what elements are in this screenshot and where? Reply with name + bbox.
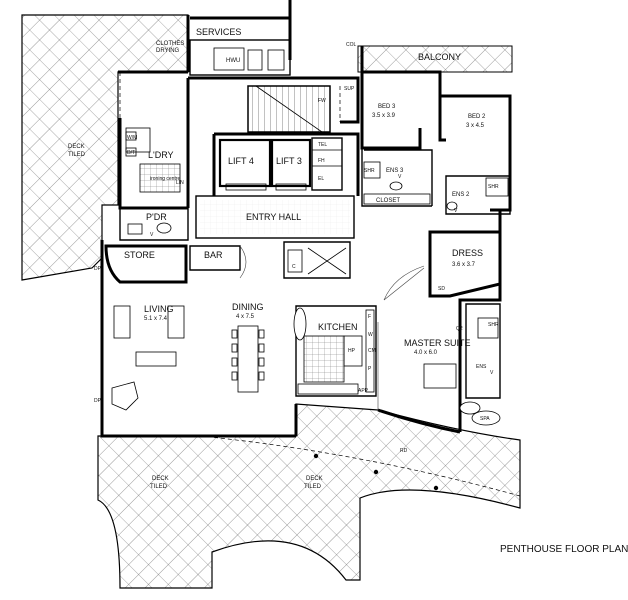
deck-bottom-left-label-2: TILED [150,484,168,490]
deck-bottom-centre-label-2: TILED [304,484,322,490]
shr-label-3: SHR [488,322,499,328]
dining-label: DINING [232,302,264,312]
entry-hall [195,195,355,239]
balustrade-line [199,435,521,497]
v-label-4: V [490,370,494,376]
clothes-drying-label-2: DRYING [156,48,180,54]
balcony-deck [357,45,513,73]
c-label: C [292,264,296,270]
ironing-label: ironing centre [150,176,181,182]
dress-label: DRESS [452,248,483,258]
kitchen-label: KITCHEN [318,322,358,332]
living-label: LIVING [144,304,174,314]
deck-left-label-2: TILED [68,152,86,158]
store-label: STORE [124,250,155,260]
balcony-label: BALCONY [418,52,461,62]
bar-label: BAR [204,250,223,260]
laundry-label: L'DRY [148,150,174,160]
ens-label: ENS [476,364,487,370]
dining-size: 4 x 7.5 [236,314,255,320]
lift-3-label: LIFT 3 [276,156,302,166]
bed2-size: 3 x 4.5 [466,123,485,129]
entry-hall-label: ENTRY HALL [246,212,301,222]
dress-room [428,230,502,298]
lin-label: LIN [176,180,184,186]
master-suite [377,303,501,426]
dt-label: D/T [127,150,135,156]
fh-label: FH [318,158,325,164]
cm-label: CM [368,348,376,354]
fixture-labels: COL TEL FH EL SHR SHR SHR W/M D/T LIN ir… [94,42,499,454]
lift-4 [218,138,272,188]
clothes-drying-label: CLOTHES [156,41,184,47]
dress-size: 3.6 x 3.7 [452,262,476,268]
plan-title: PENTHOUSE FLOOR PLAN [500,544,628,555]
bed3-label: BED 3 [378,104,396,110]
q2-label: Q2 [456,326,463,332]
hp-label: HP [348,348,356,354]
store-wall [104,244,188,284]
sup-label: SUP [344,86,355,92]
col-label: COL [346,42,357,48]
lift-3 [270,138,312,188]
hwu-label: HWU [226,58,240,64]
closet-label: CLOSET [376,198,400,204]
ens2-label: ENS 2 [452,192,470,198]
kitchen-area [293,305,377,397]
room-labels: SERVICES CLOTHES DRYING HWU DECK TILED L… [68,27,490,490]
lift-4-label: LIFT 4 [228,156,254,166]
dp-label-1: DP [94,266,102,272]
deck-bottom-centre-label: DECK [306,476,323,482]
services-label: SERVICES [196,27,241,37]
ens3-label: ENS 3 [386,168,404,174]
rd-label: RD [400,448,408,454]
bed3-size: 3.5 x 3.9 [372,113,396,119]
service-core [186,39,360,208]
wm-label: W/M [127,135,137,141]
deck-left-label: DECK [68,144,85,150]
master-suite-label: MASTER SUITE [404,338,471,348]
app-label: APP [358,388,369,394]
p-label: P [368,366,372,372]
v-label-1: V [150,232,154,238]
powder-label: P'DR [146,212,167,222]
dining-table [231,325,265,393]
master-suite-size: 4.0 x 6.0 [414,350,438,356]
fw-label: FW [318,98,326,104]
sd-label: SD [438,286,445,292]
v-label-3: V [454,208,458,214]
spa-label: SPA [480,416,490,422]
el-label: EL [318,176,324,182]
living-furniture [111,305,185,411]
shr-label-1: SHR [364,168,375,174]
v-label-2: V [398,174,402,180]
laundry-powder [118,70,189,241]
bed2-label: BED 2 [468,114,486,120]
deck-bottom-left-label: DECK [152,476,169,482]
bedroom-walls [360,72,511,215]
living-size: 5.1 x 7.4 [144,316,168,322]
f-label: F [368,314,371,320]
w-label: W [368,332,373,338]
shr-label-2: SHR [488,184,499,190]
tel-label: TEL [318,142,327,148]
dp-label-2: DP [94,398,102,404]
